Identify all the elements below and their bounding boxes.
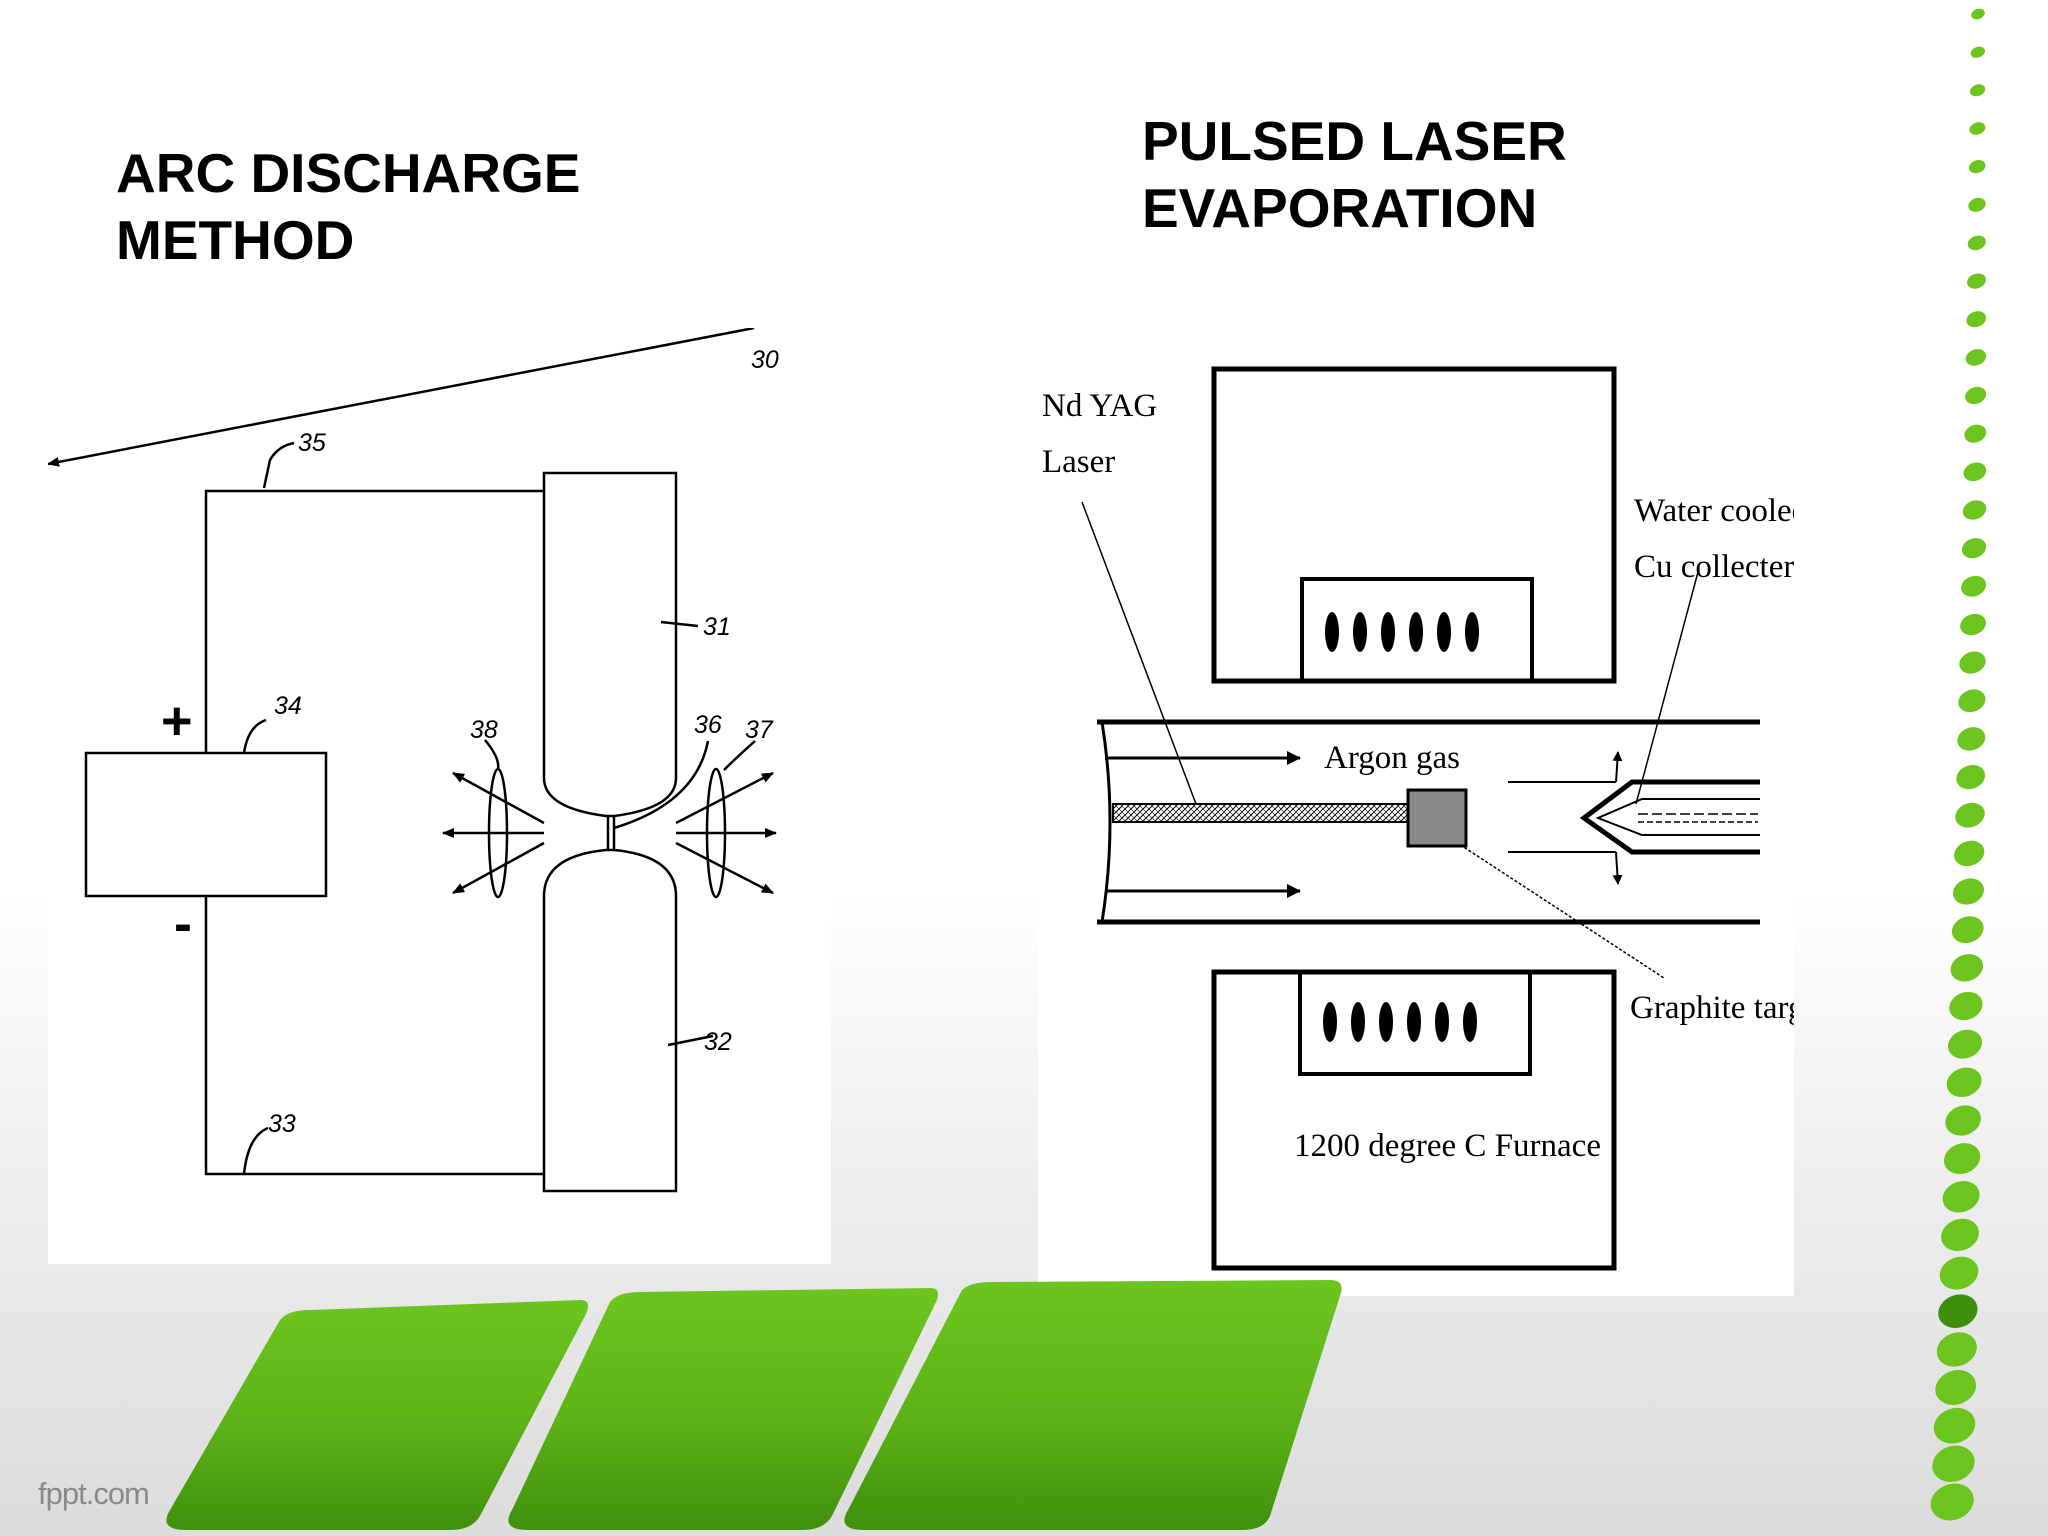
decorative-dot xyxy=(1970,84,1986,97)
label-34: 34 xyxy=(274,692,302,720)
arc-title-line-1: ARC DISCHARGE xyxy=(116,142,581,204)
heater-top xyxy=(1300,577,1534,683)
decorative-green-swoosh xyxy=(166,1280,1342,1530)
decorative-dot xyxy=(1967,273,1986,289)
wire-bottom xyxy=(204,896,544,1176)
decorative-dot xyxy=(1938,1294,1978,1328)
decorative-dot xyxy=(1941,1218,1979,1252)
collector-label-line-1: Water cooled xyxy=(1634,493,1794,529)
decorative-dot xyxy=(1962,500,1987,520)
swoosh-panel-2 xyxy=(508,1288,938,1530)
furnace-label: 1200 degree C Furnace xyxy=(1294,1128,1601,1164)
pulsed-laser-diagram-panel: Nd YAG Laser Water cooled Cu collecter A… xyxy=(1038,344,1828,1296)
footer-brand: fppt.com xyxy=(38,1476,150,1511)
electrode-bottom xyxy=(542,848,678,1193)
label-32: 32 xyxy=(704,1028,732,1056)
laser-title-line-2: EVAPORATION xyxy=(1142,177,1538,239)
decorative-dot xyxy=(1961,575,1987,597)
decorative-dot xyxy=(1958,689,1986,713)
decorative-dot xyxy=(1939,1256,1979,1290)
decorative-dot xyxy=(1960,613,1986,636)
label-31: 31 xyxy=(703,613,731,641)
decorative-dot xyxy=(1971,8,1985,20)
decorative-dot-column xyxy=(1930,8,1987,1521)
decorative-dot xyxy=(1969,122,1986,135)
decorative-dot xyxy=(1942,1181,1980,1213)
laser-title-line-1: PULSED LASER xyxy=(1142,110,1567,172)
label-38: 38 xyxy=(470,716,498,744)
decorative-dot xyxy=(1955,802,1985,828)
decorative-dot xyxy=(1957,727,1986,751)
decorative-dot xyxy=(1968,197,1986,212)
decorative-dot xyxy=(1950,954,1984,982)
laser-label-line-1: Nd YAG xyxy=(1042,388,1157,424)
arc-discharge-diagram: 30 35 31 34 + - 38 36 37 32 33 xyxy=(47,326,779,1193)
label-35: 35 xyxy=(298,429,326,457)
decorative-dot xyxy=(1959,651,1986,674)
label-37: 37 xyxy=(745,716,774,744)
heater-coils-top xyxy=(1325,612,1479,652)
decorative-dot xyxy=(1964,424,1987,443)
graphite-target-label: Graphite target xyxy=(1630,990,1794,1026)
decorative-dot xyxy=(1965,386,1987,405)
label-30: 30 xyxy=(751,346,779,374)
wire-top xyxy=(204,489,544,753)
cu-collector xyxy=(1579,779,1760,855)
decorative-dot xyxy=(1966,311,1987,328)
swoosh-panel-3 xyxy=(844,1280,1342,1530)
heater-coils-bottom xyxy=(1323,1002,1477,1042)
decorative-dot xyxy=(1936,1332,1977,1367)
label-36: 36 xyxy=(694,711,722,739)
decorative-dot xyxy=(1933,1407,1976,1444)
decorative-dot xyxy=(1930,1483,1974,1521)
decorative-dot xyxy=(1954,840,1985,867)
decorative-dot xyxy=(1947,1029,1983,1059)
minus-sign: - xyxy=(174,894,192,954)
laser-beam xyxy=(1112,803,1409,823)
decorative-dot xyxy=(1946,1067,1982,1098)
collector-label-line-2: Cu collecter xyxy=(1634,549,1794,585)
decorative-dot xyxy=(1965,349,1987,366)
decorative-dot xyxy=(1963,462,1987,482)
decorative-dot xyxy=(1968,160,1986,174)
decorative-dot xyxy=(1961,538,1987,559)
decorative-dot xyxy=(1949,991,1983,1021)
decorative-dot xyxy=(1970,46,1985,58)
heater-bottom xyxy=(1298,970,1532,1076)
power-supply-box xyxy=(84,751,328,898)
electrode-top xyxy=(542,471,678,818)
arc-title-line-2: METHOD xyxy=(116,209,355,271)
swoosh-panel-1 xyxy=(166,1300,588,1530)
decorative-dot xyxy=(1956,765,1986,790)
decorative-dot xyxy=(1945,1105,1981,1136)
decorative-dot xyxy=(1935,1370,1977,1405)
pulsed-laser-diagram: Nd YAG Laser Water cooled Cu collecter A… xyxy=(1042,366,1828,1271)
decorative-dot xyxy=(1967,235,1986,251)
decorative-dot xyxy=(1953,878,1984,905)
label-33: 33 xyxy=(268,1110,296,1138)
assembly-arrow xyxy=(47,326,755,467)
laser-label-line-2: Laser xyxy=(1042,444,1115,480)
decorative-dot xyxy=(1951,916,1984,944)
arc-discharge-title: ARC DISCHARGE METHOD xyxy=(116,140,580,274)
arc-discharge-diagram-panel: 30 35 31 34 + - 38 36 37 32 33 xyxy=(47,326,831,1264)
argon-gas-label: Argon gas xyxy=(1324,740,1460,776)
plus-sign: + xyxy=(161,691,193,751)
decorative-dot xyxy=(1943,1143,1981,1175)
pulsed-laser-title: PULSED LASER EVAPORATION xyxy=(1142,108,1567,242)
graphite-target xyxy=(1406,788,1468,848)
decorative-dot xyxy=(1932,1445,1975,1482)
